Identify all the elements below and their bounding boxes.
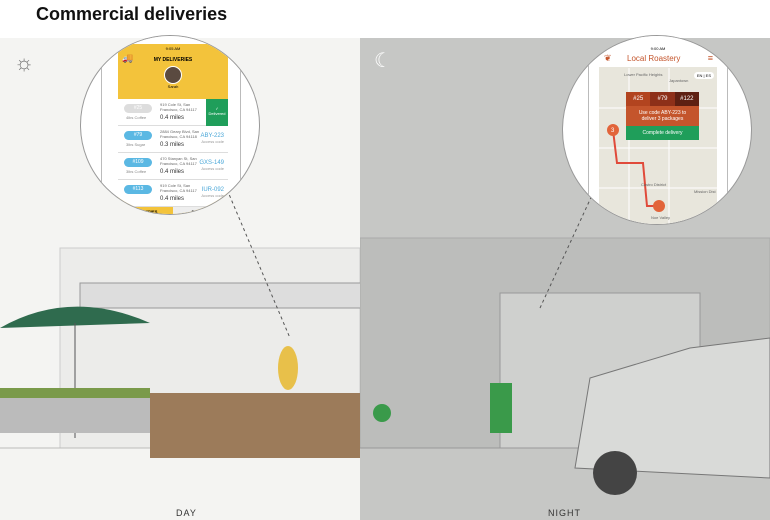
order-tab[interactable]: #79	[650, 92, 675, 106]
page-title: Commercial deliveries	[36, 4, 228, 24]
sun-icon: ☼	[14, 50, 35, 75]
item: 3lbs Sugar	[126, 142, 146, 147]
access-code: IUR-092	[201, 187, 224, 193]
access-code-label: Access code	[201, 166, 224, 171]
map-label: Lower Pacific Heights	[624, 72, 662, 77]
order-pill: #79	[124, 131, 152, 140]
complete-delivery-button[interactable]: Complete delivery	[626, 126, 699, 140]
map-label: Japantown	[669, 78, 688, 83]
delivery-row[interactable]: #109 3lbs Coffee 470 Stanyan St, San Franc…	[118, 153, 228, 180]
order-pill: #109	[124, 158, 152, 167]
order-tab[interactable]: #122	[674, 92, 699, 106]
day-phone-callout: 9:05 AM 🚚 MY DELIVERIES Sarah #25 4lbs Co…	[80, 35, 260, 215]
map-label: Noe Valley	[651, 215, 670, 220]
code-message: Use code ABY-223 to deliver 3 packages	[638, 110, 687, 122]
delivered-button[interactable]: ✓Delivered	[206, 99, 228, 126]
language-toggle[interactable]: EN | ES	[693, 72, 714, 79]
roastery-logo-icon: ❦	[604, 53, 612, 63]
menu-icon[interactable]: ≡	[707, 53, 713, 63]
distance: 0.4 miles	[160, 169, 185, 175]
access-code: ABY-223	[200, 133, 224, 139]
day-street-illustration	[0, 172, 360, 458]
avatar	[164, 66, 182, 84]
delivery-popup: #25 #79 #122 Use code ABY-223 to deliver…	[626, 92, 699, 140]
night-label: NIGHT	[548, 508, 581, 518]
tab-deliveries[interactable]: DELIVERIES	[118, 207, 173, 214]
route-line	[612, 129, 659, 207]
distance: 0.3 miles	[160, 142, 185, 148]
status-time: 9:05 AM	[165, 46, 181, 51]
delivery-app-screen: 9:05 AM 🚚 MY DELIVERIES Sarah #25 4lbs Co…	[118, 44, 228, 214]
item: 4lbs Coffee	[126, 115, 147, 120]
item: 3lbs Coffee	[126, 169, 147, 174]
tab-pickups[interactable]: PICKUPS	[173, 207, 228, 214]
address: 2884 Geary Blvd, San Francisco, CA 94118	[160, 129, 200, 139]
order-tab[interactable]: #25	[626, 92, 651, 106]
access-code: GXS-149	[199, 160, 224, 166]
order-pill: #113	[124, 185, 152, 194]
order-pill: #25	[124, 104, 152, 113]
truck-icon[interactable]: 🚚	[122, 53, 134, 63]
delivery-row[interactable]: #113 919 Cole St, San Francisco, CA 94117…	[118, 180, 228, 207]
address: 919 Cole St, San Francisco, CA 94117	[160, 102, 197, 112]
app-title: Local Roastery	[627, 54, 681, 63]
screen-header: MY DELIVERIES	[153, 57, 193, 63]
delivery-row[interactable]: #25 4lbs Coffee 919 Cole St, San Francisco…	[118, 99, 228, 126]
map-label: Mission Dist	[694, 189, 716, 194]
map-label: Castro District	[641, 182, 667, 187]
night-phone-callout: 9:00 AM ❦ Local Roastery ≡ 3 Lower Pacif…	[562, 35, 752, 225]
access-code-label: Access code	[201, 193, 224, 198]
address: 470 Stanyan St, San Francisco, CA 94117	[160, 156, 197, 166]
delivered-label: Delivered	[208, 111, 226, 116]
status-time: 9:00 AM	[599, 46, 717, 51]
roastery-app-screen: 9:00 AM ❦ Local Roastery ≡ 3 Lower Pacif…	[599, 46, 717, 224]
marker-count: 3	[611, 128, 615, 134]
stop-marker	[607, 124, 619, 136]
day-label: DAY	[176, 508, 197, 518]
user-name: Sarah	[167, 84, 179, 89]
moon-icon: ☾	[374, 50, 392, 72]
access-code-label: Access code	[201, 139, 224, 144]
night-street-illustration	[360, 177, 770, 495]
delivery-row[interactable]: #79 3lbs Sugar 2884 Geary Blvd, San Franci…	[118, 126, 228, 153]
address: 919 Cole St, San Francisco, CA 94117	[160, 183, 197, 193]
distance: 0.4 miles	[160, 196, 185, 202]
destination-marker	[653, 200, 665, 212]
distance: 0.4 miles	[160, 115, 185, 121]
